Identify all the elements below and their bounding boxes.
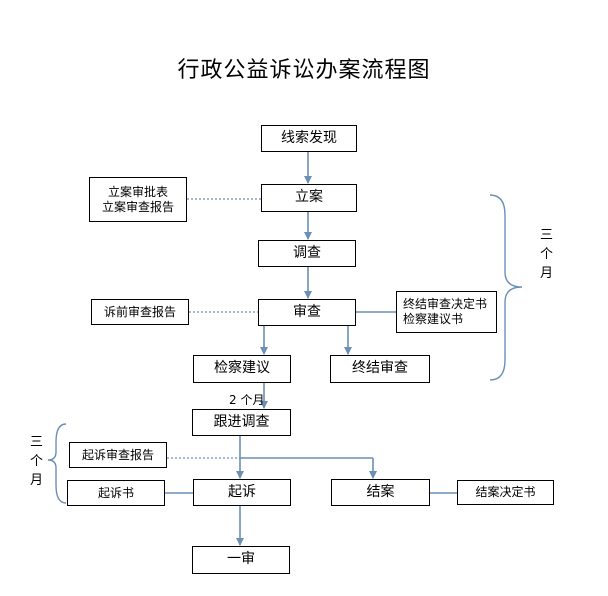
brace-left xyxy=(47,423,67,504)
node-case-closed: 结案 xyxy=(331,479,430,506)
doc-filing-forms: 立案审批表 立案审查报告 xyxy=(89,177,187,222)
label-three-months-right: 三 个 月 xyxy=(540,228,554,281)
node-clue-discovery: 线索发现 xyxy=(261,125,357,152)
node-first-instance: 一审 xyxy=(192,546,290,574)
label-three-months-left: 三 个 月 xyxy=(30,435,44,488)
doc-case-closing-decision: 结案决定书 xyxy=(457,480,554,505)
doc-termination-forms: 终结审查决定书 检察建议书 xyxy=(396,291,497,333)
doc-pre-litigation-report: 诉前审查报告 xyxy=(91,299,189,325)
doc-filing-review-report: 立案审查报告 xyxy=(101,199,174,214)
brace-right xyxy=(489,194,523,381)
node-review: 审查 xyxy=(258,299,356,326)
node-procuratorial-suggestion: 检察建议 xyxy=(193,355,291,383)
node-filing: 立案 xyxy=(261,184,357,212)
doc-indictment: 起诉书 xyxy=(67,480,165,506)
doc-filing-approval-form: 立案审批表 xyxy=(107,184,168,199)
doc-termination-decision: 终结审查决定书 xyxy=(403,297,488,311)
node-termination-review: 终结审查 xyxy=(330,355,430,383)
node-follow-up-investigation: 跟进调查 xyxy=(192,409,291,436)
node-prosecution: 起诉 xyxy=(193,479,291,506)
node-investigation: 调查 xyxy=(258,240,356,267)
label-two-months: 2 个月 xyxy=(229,393,265,407)
doc-procuratorial-suggestion-letter: 检察建议书 xyxy=(403,312,464,326)
diagram-title: 行政公益诉讼办案流程图 xyxy=(177,58,431,83)
doc-prosecution-review-report: 起诉审查报告 xyxy=(69,442,167,468)
